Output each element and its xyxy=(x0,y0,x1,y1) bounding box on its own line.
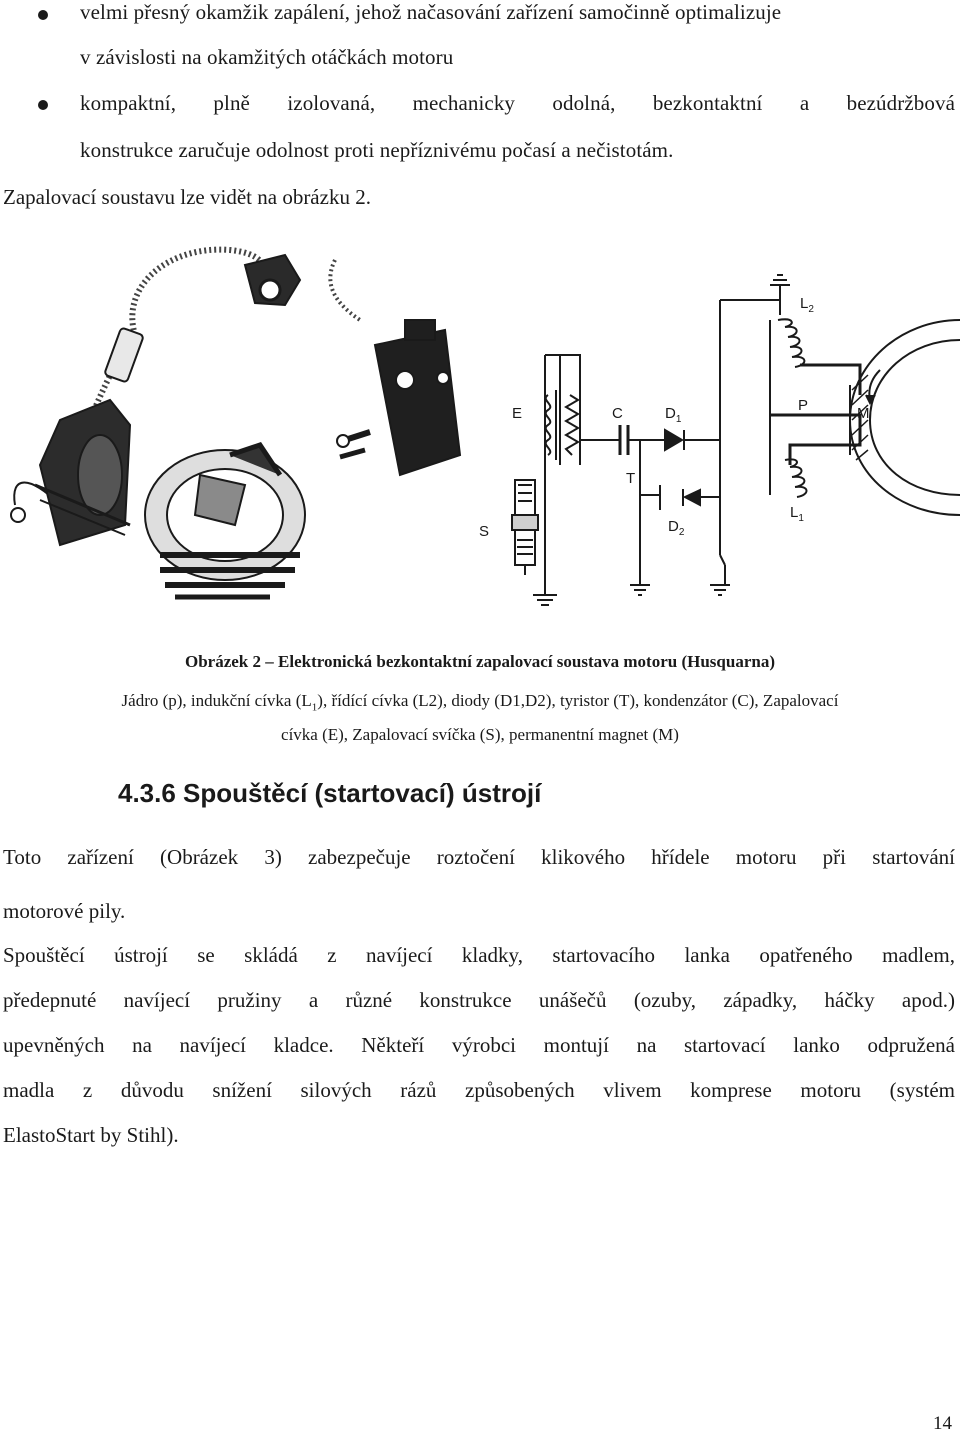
paragraph-line: Spouštěcí ústrojí se skládá z navíjecí k… xyxy=(3,943,955,967)
magnet-rotor-icon xyxy=(848,319,960,516)
caption-line: Jádro (p), indukční cívka (L1), řídící c… xyxy=(121,691,839,714)
label-e: E xyxy=(512,405,522,422)
paragraph-line: Toto zařízení (Obrázek 3) zabezpečuje ro… xyxy=(3,845,955,869)
bullet-line: velmi přesný okamžik zapálení, jehož nač… xyxy=(80,0,782,24)
label-m: M xyxy=(857,405,870,422)
ignition-module-icon xyxy=(339,319,462,477)
figure-drawing: E C D1 T D2 S P M L1 L2 xyxy=(10,246,960,606)
spark-plug-icon xyxy=(511,465,546,575)
coil-l2-icon xyxy=(769,318,806,425)
paragraph-line: madla z důvodu snížení silových rázů způ… xyxy=(3,1078,955,1102)
figure-caption-body: Jádro (p), indukční cívka (L1), řídící c… xyxy=(0,687,960,749)
section-heading: 4.3.6 Spouštěcí (startovací) ústrojí xyxy=(118,778,542,808)
bullet-dot-icon xyxy=(38,100,48,110)
label-l1: L1 xyxy=(790,504,804,524)
magneto-illustration xyxy=(10,246,462,600)
label-l2: L2 xyxy=(800,295,814,315)
ground-icon xyxy=(533,594,557,606)
label-p: P xyxy=(798,397,808,414)
label-t: T xyxy=(626,470,635,487)
page-number: 14 xyxy=(933,1413,952,1434)
ignition-coil-icon xyxy=(34,398,132,547)
paragraph-line: předepnuté navíjecí pružiny a různé kons… xyxy=(3,988,955,1012)
paragraph-line: motorové pily. xyxy=(3,899,126,923)
bullet-line: konstrukce zaručuje odolnost proti nepří… xyxy=(80,138,674,162)
bullet-line: kompaktní, plně izolovaná, mechanicky od… xyxy=(80,91,955,115)
label-s: S xyxy=(479,523,489,540)
flywheel-icon xyxy=(144,442,306,600)
label-c: C xyxy=(612,405,623,422)
figure-caption-title: Obrázek 2 – Elektronická bezkontaktní za… xyxy=(184,652,775,671)
plug-cap-icon xyxy=(243,253,302,307)
ignition-system-figure: E C D1 T D2 S P M L1 L2 xyxy=(0,225,960,625)
paragraph-line: ElastoStart by Stihl). xyxy=(3,1123,179,1147)
ground-icon xyxy=(770,274,790,286)
bullet-line: v závislosti na okamžitých otáčkách moto… xyxy=(80,45,454,69)
caption-line: cívka (E), Zapalovací svíčka (S), perman… xyxy=(281,725,679,745)
ground-icon xyxy=(630,584,650,596)
coil-l1-icon xyxy=(769,425,808,498)
label-d2: D2 xyxy=(668,518,685,538)
ground-icon xyxy=(710,584,730,596)
circuit-schematic xyxy=(511,274,960,606)
paragraph-line: upevněných na navíjecí kladce. Někteří v… xyxy=(3,1033,955,1057)
lead-text: Zapalovací soustavu lze vidět na obrázku… xyxy=(3,185,371,209)
bullet-dot-icon xyxy=(38,10,48,20)
label-d1: D1 xyxy=(665,405,682,425)
